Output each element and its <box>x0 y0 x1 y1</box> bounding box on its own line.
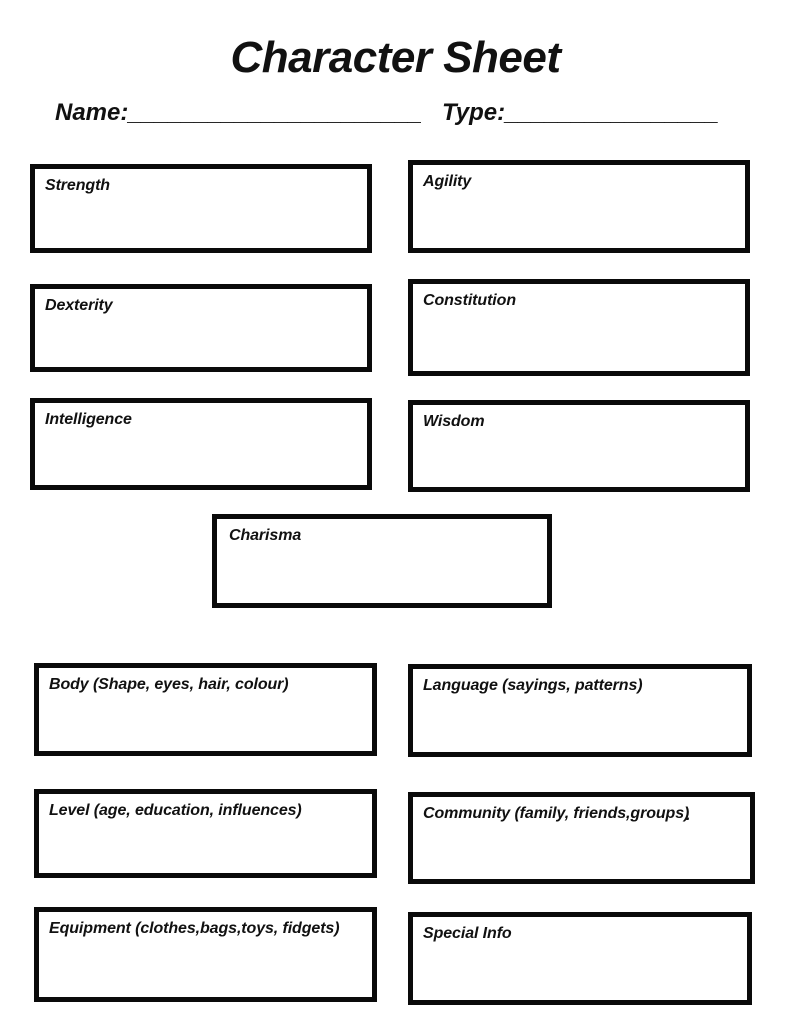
charisma-label: Charisma <box>229 527 302 544</box>
language-box: Language (sayings, patterns) <box>408 664 752 757</box>
name-type-row: Name:______________________ Type:________… <box>55 97 719 128</box>
strength-box: Strength <box>30 164 372 253</box>
dexterity-label: Dexterity <box>45 297 113 314</box>
page-title: Character Sheet <box>230 33 561 82</box>
intelligence-box: Intelligence <box>30 398 372 490</box>
type-underline: ________________ <box>505 99 719 126</box>
community-label: Community (family, friends,groups) <box>423 805 690 822</box>
agility-label: Agility <box>423 173 472 190</box>
stray-period-mark: . <box>686 807 691 824</box>
wisdom-box: Wisdom <box>408 400 750 492</box>
equipment-label: Equipment (clothes,bags,toys, fidgets) <box>49 920 340 937</box>
strength-label: Strength <box>45 177 110 194</box>
intelligence-label: Intelligence <box>45 411 132 428</box>
charisma-box: Charisma <box>212 514 552 608</box>
community-box: Community (family, friends,groups) <box>408 792 755 884</box>
constitution-box: Constitution <box>408 279 750 376</box>
equipment-box: Equipment (clothes,bags,toys, fidgets) <box>34 907 377 1002</box>
type-label: Type: <box>442 99 506 126</box>
level-box: Level (age, education, influences) <box>34 789 377 878</box>
body-label: Body (Shape, eyes, hair, colour) <box>49 676 289 693</box>
special-info-box: Special Info <box>408 912 752 1005</box>
constitution-label: Constitution <box>423 292 516 309</box>
name-label: Name: <box>55 99 129 126</box>
language-label: Language (sayings, patterns) <box>423 677 643 694</box>
level-label: Level (age, education, influences) <box>49 802 302 819</box>
body-box: Body (Shape, eyes, hair, colour) <box>34 663 377 756</box>
name-underline: ______________________ <box>128 99 423 126</box>
special-info-label: Special Info <box>423 925 512 942</box>
wisdom-label: Wisdom <box>423 413 485 430</box>
agility-box: Agility <box>408 160 750 253</box>
dexterity-box: Dexterity <box>30 284 372 372</box>
